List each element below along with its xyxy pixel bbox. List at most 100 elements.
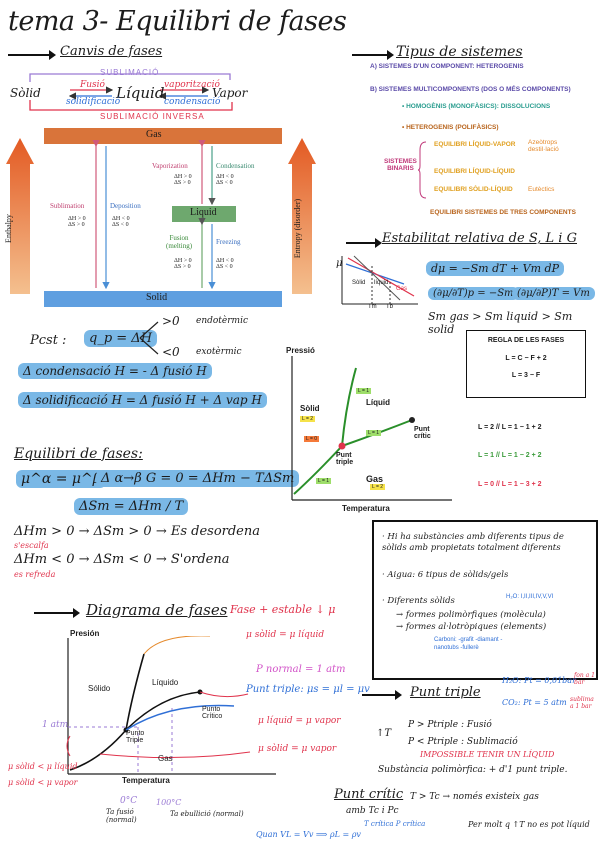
tipus-arrow [352,50,394,60]
sub-values: ΔH > 0 ΔS > 0 [68,216,86,228]
pd1-gas: Gas [366,474,384,484]
mu-equality: μ^α = μ^β [16,470,106,488]
sublimacio-label: SUBLIMACIÓ [100,68,160,77]
punt-critic-heading: Punt crític [334,787,404,802]
mu-liquid: líquid [374,280,389,286]
punto-critico-label: Punto Crítico [202,706,223,720]
pcst-gt: >0 [162,314,180,328]
pd1-temperatura: Temperatura [342,504,390,513]
exotermic-label: exotèrmic [196,347,242,357]
punt-triple-heading: Punt triple [410,685,481,700]
deposition-label: Deposition [110,202,141,210]
pcst-label: Pcst : [30,333,67,348]
estabilitat-arrow [346,238,382,248]
atm-label: 1 atm [42,720,69,730]
tipus-homogenis: • HOMOGÈNIS (MONOFÀSICS): DISSOLUCIONS [402,103,551,110]
solidificacio-eq: Δ solidificació H = Δ fusió H + Δ vap H [18,392,267,408]
vaporitzacio-label: vaporització [164,80,220,90]
canvis-arrow [8,50,56,60]
fre-values: ΔH < 0 ΔS < 0 [216,258,234,270]
tb-label: Tb [386,304,394,310]
mu-t-graph [341,255,418,305]
freezing-label: Freezing [216,238,241,246]
liquid-label: Líquid [116,84,165,102]
box-b5: → formes al·lotròpiques (elements) [396,622,547,632]
regla-f2: L = 3 − F [511,372,541,379]
solidificacio-label: solidificació [66,97,121,107]
pd1-pressio: Pressió [286,346,315,355]
vaporization-label: Vaporization [152,162,188,170]
sublima-label: sublima a 1 bar [570,696,594,710]
pd1-l2a: L = 2 [300,416,316,422]
vapor-label: Vapor [212,86,248,100]
dsm-equation: ΔSm = ΔHm / T [74,498,189,515]
line-desordena: ΔHm > 0 → ΔSm > 0 → Es desordena [14,524,261,539]
critic-t2: amb Tc i Pc [346,806,399,816]
refreda-note: es refreda [14,570,56,579]
ml-mv-label: μ líquid = μ vapor [258,716,341,726]
polimorfica-label: Substància polimòrfica: + d'1 punt tripl… [378,765,568,775]
regla-f1: L = C − F + 2 [505,355,547,362]
page-title: tema 3- Equilibri de fases [8,6,347,37]
cond-values: ΔH < 0 ΔS < 0 [216,174,234,186]
binaris-brace [418,141,427,199]
pcst-branch [139,321,159,355]
escalfa-note: s'escalfa [14,541,49,550]
plt-label: P < Ptriple : Sublimació [408,737,518,747]
eutectics: Eutèctics [528,186,555,193]
tm-label: Tm [368,304,377,310]
pd1-l1a: L = 1 [356,388,372,394]
diagrama-arrow [34,608,80,618]
line-ordena: ΔHm < 0 → ΔSm < 0 → S'ordena [14,552,230,567]
pd1-l1c: L = 1 [316,478,332,484]
left-ms-mv: μ sòlid < μ vapor [8,778,78,787]
liquido-label: Líquido [152,678,179,687]
co2-pt: CO₂: Pt = 5 atm [502,698,567,707]
pd1-l2c: L = 2 [370,484,386,490]
condensacio-eq: Δ condensació H = - Δ fusió H [18,363,212,379]
liquid-band-label: Liquid [190,207,217,218]
condensation-label: Condensation [216,162,255,170]
fon-label: fon a 1 bar [574,672,595,686]
regla-title: REGLA DE LES FASES [487,337,565,344]
punto-triple-label: Punto Triple [126,730,145,744]
tipus-a: A) SISTEMES D'UN COMPONENT: HETEROGENIS [370,63,524,70]
ft-label: ↑T [376,728,392,739]
pgt-label: P > Ptriple : Fusió [408,720,492,730]
eq-lv: EQUILIBRI LÍQUID-VAPOR [434,141,516,148]
canvis-heading: Canvis de fases [60,44,163,59]
critic-t5: Quan VL = Vv ⟹ ρL = ρv [256,830,361,839]
mu-gas: Gas [396,286,408,292]
dep-values: ΔH < 0 ΔS < 0 [112,216,130,228]
pd1-l0: L = 0 [304,436,320,442]
critic-t4: Per molt q ↑T no es pot líquid [468,820,590,829]
sub-inversa-label: SUBLIMACIÓ INVERSA [100,112,205,121]
gibbs-equation: Δ α→β G = 0 = ΔHm − TΔSm [96,470,300,487]
vap-values: ΔH > 0 ΔS > 0 [174,174,192,186]
solids-box: · Hi ha substàncies amb diferents tipus … [372,520,598,680]
tipus-b: B) SISTEMES MULTICOMPONENTS (DOS O MÉS C… [370,86,571,93]
fusio-label: Fusió [80,80,105,90]
regla-r2: L = 1 // L = 1 − 2 + 2 [478,452,542,459]
mu-axis: μ [336,258,343,269]
regla-box: REGLA DE LES FASES L = C − F + 2 L = 3 −… [466,330,586,398]
eq-sl: EQUILIBRI SÒLID-LÍQUID [434,186,513,193]
equilibri-heading: Equilibri de fases: [14,446,143,462]
condensacio-label: condensació [164,97,221,107]
zero-c: 0°C [120,796,138,806]
regla-r1: L = 2 // L = 1 − 1 + 2 [478,424,542,431]
eq-tres: EQUILIBRI SISTEMES DE TRES COMPONENTS [430,209,576,216]
triple-arrow [362,690,402,700]
entropy-order: Sm gas > Sm liquid > Sm solid [428,310,573,336]
fase-estable: Fase + estable ↓ μ [230,603,336,616]
h2o-pt: H₂O: Pt = 0,01bar [502,676,576,685]
pd1-l1b: L = 1 [366,430,382,436]
gas-label: Gas [158,754,173,763]
pnormal-label: P normal = 1 atm [256,664,346,675]
solid-band-label: Solid [146,292,168,303]
box-b2: · Aigua: 6 tipus de sòlids/gels [382,570,509,580]
temperatura-label: Temperatura [122,776,170,785]
ms-ml-label: μ sòlid = μ líquid [246,630,325,640]
solido-label: Sólido [88,684,111,693]
eq-ll: EQUILIBRI LÍQUID-LÍQUID [434,168,515,175]
